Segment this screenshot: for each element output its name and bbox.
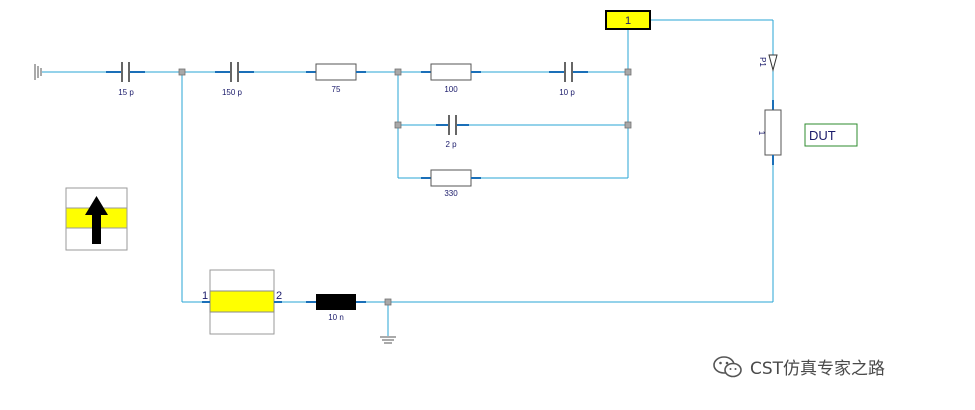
resistor-75-label: 75 [332,85,341,94]
capacitor-15p[interactable]: 15 p [106,62,145,97]
capacitor-2p[interactable]: 2 p [436,115,469,149]
capacitor-150p-label: 150 p [222,88,243,97]
junction-node[interactable] [624,121,632,129]
watermark: CST仿真专家之路 [712,354,885,379]
junction-nodes [178,68,632,306]
watermark-text: CST仿真专家之路 [750,359,886,379]
wechat-icon [713,355,742,377]
capacitor-10p-label: 10 p [559,88,575,97]
resistor-330[interactable]: 330 [421,169,481,198]
junction-node[interactable] [384,298,392,306]
inductor-10n-label: 10 n [328,313,344,322]
capacitor-2p-label: 2 p [445,140,457,149]
two-port-block[interactable]: 1 2 [202,269,282,335]
resistor-1-vertical[interactable]: 1 [757,100,782,165]
wires [42,19,774,336]
dut-label: DUT [809,128,836,143]
port-1-label: 1 [625,15,631,27]
ground-symbol-bottom [380,336,396,344]
dut-box[interactable]: DUT [804,123,858,147]
probe-p1-label: P1 [758,57,767,67]
arrow-up-icon [85,196,108,244]
junction-node[interactable] [624,68,632,76]
junction-node[interactable] [394,68,402,76]
resistor-100-label: 100 [444,85,458,94]
resistor-330-label: 330 [444,189,458,198]
capacitor-15p-label: 15 p [118,88,134,97]
inductor-10n[interactable]: 10 n [306,294,366,322]
junction-node[interactable] [178,68,186,76]
probe-p1[interactable]: P1 [758,54,778,72]
port-1[interactable]: 1 [605,10,651,30]
junction-node[interactable] [394,121,402,129]
resistor-100[interactable]: 100 [421,63,481,94]
two-port-pin-2-label: 2 [276,290,282,302]
ground-symbol-left [34,64,42,80]
two-port-pin-1-label: 1 [202,290,208,302]
source-indicator[interactable] [65,187,128,251]
resistor-75[interactable]: 75 [306,63,366,94]
resistor-1-label: 1 [757,131,766,136]
capacitor-150p[interactable]: 150 p [215,62,254,97]
capacitor-10p[interactable]: 10 p [549,62,588,97]
